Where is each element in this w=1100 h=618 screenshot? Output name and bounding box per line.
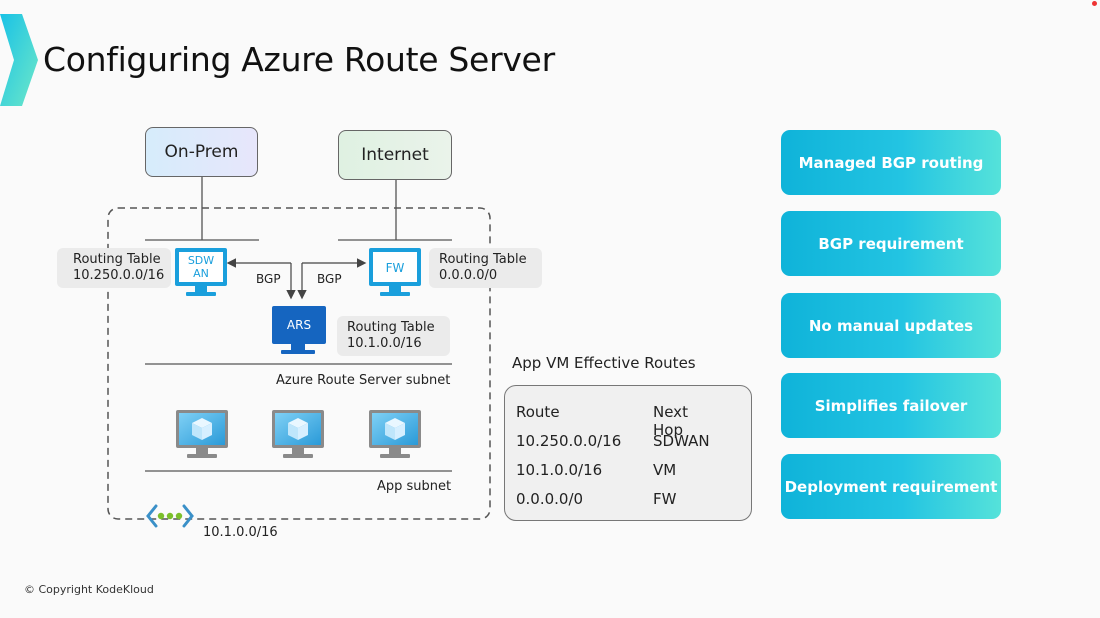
on-prem-node: On-Prem bbox=[145, 127, 258, 177]
routes-header: Route Next Hop bbox=[516, 403, 688, 439]
routing-table-fw: Routing Table 0.0.0.0/0 bbox=[429, 248, 542, 288]
routing-table-value: 0.0.0.0/0 bbox=[439, 268, 498, 283]
table-row: 10.1.0.0/16 VM bbox=[516, 461, 676, 479]
copyright-text: © Copyright KodeKloud bbox=[24, 583, 154, 596]
routes-title: App VM Effective Routes bbox=[512, 354, 696, 372]
feature-deployment-requirement-button[interactable]: Deployment requirement bbox=[781, 454, 1001, 519]
routing-table-value: 10.250.0.0/16 bbox=[73, 268, 165, 283]
recording-dot-icon bbox=[1092, 1, 1097, 6]
route-column-header: Route bbox=[516, 403, 560, 421]
sdwan-label-line1: SDW bbox=[187, 254, 215, 267]
routing-table-sdwan: Routing Table 10.250.0.0/16 bbox=[57, 248, 171, 288]
vnet-icon bbox=[146, 504, 194, 528]
next-hop-cell: SDWAN bbox=[653, 432, 710, 450]
next-hop-cell: FW bbox=[653, 490, 677, 508]
feature-simplifies-failover-button[interactable]: Simplifies failover bbox=[781, 373, 1001, 438]
routing-table-title: Routing Table bbox=[73, 252, 161, 267]
routing-table-title: Routing Table bbox=[347, 320, 435, 335]
bgp-label-left: BGP bbox=[256, 272, 281, 286]
table-row: 0.0.0.0/0 FW bbox=[516, 490, 676, 508]
ars-server-icon bbox=[272, 306, 326, 354]
routes-table: Route Next Hop 10.250.0.0/16 SDWAN 10.1.… bbox=[504, 385, 752, 521]
page-title: Configuring Azure Route Server bbox=[43, 40, 555, 79]
ars-label: ARS bbox=[286, 318, 312, 332]
app-vm-icon bbox=[369, 410, 421, 458]
vnet-cidr-label: 10.1.0.0/16 bbox=[203, 525, 278, 540]
feature-bgp-requirement-button[interactable]: BGP requirement bbox=[781, 211, 1001, 276]
feature-managed-bgp-routing-button[interactable]: Managed BGP routing bbox=[781, 130, 1001, 195]
sdwan-label: SDW AN bbox=[179, 254, 223, 280]
route-cell: 10.250.0.0/16 bbox=[516, 432, 622, 450]
next-hop-column-header: Next Hop bbox=[653, 403, 688, 439]
table-row: 10.250.0.0/16 SDWAN bbox=[516, 432, 710, 450]
route-cell: 10.1.0.0/16 bbox=[516, 461, 603, 479]
routing-table-value: 10.1.0.0/16 bbox=[347, 336, 422, 351]
routing-table-title: Routing Table bbox=[439, 252, 527, 267]
app-vm-icon bbox=[272, 410, 324, 458]
fw-label: FW bbox=[385, 261, 405, 275]
next-hop-cell: VM bbox=[653, 461, 677, 479]
app-subnet-label: App subnet bbox=[377, 479, 452, 494]
kodekloud-logo-icon bbox=[0, 14, 38, 106]
bgp-label-right: BGP bbox=[317, 272, 342, 286]
vnet-boundary bbox=[107, 207, 491, 520]
sdwan-label-line2: AN bbox=[193, 267, 209, 280]
ars-subnet-label: Azure Route Server subnet bbox=[276, 373, 451, 388]
internet-node: Internet bbox=[338, 130, 452, 180]
firewall-appliance-icon bbox=[369, 248, 421, 296]
app-vm-icon bbox=[176, 410, 228, 458]
sdwan-appliance-icon bbox=[175, 248, 227, 296]
feature-no-manual-updates-button[interactable]: No manual updates bbox=[781, 293, 1001, 358]
routing-table-ars: Routing Table 10.1.0.0/16 bbox=[337, 316, 450, 356]
route-cell: 0.0.0.0/0 bbox=[516, 490, 584, 508]
